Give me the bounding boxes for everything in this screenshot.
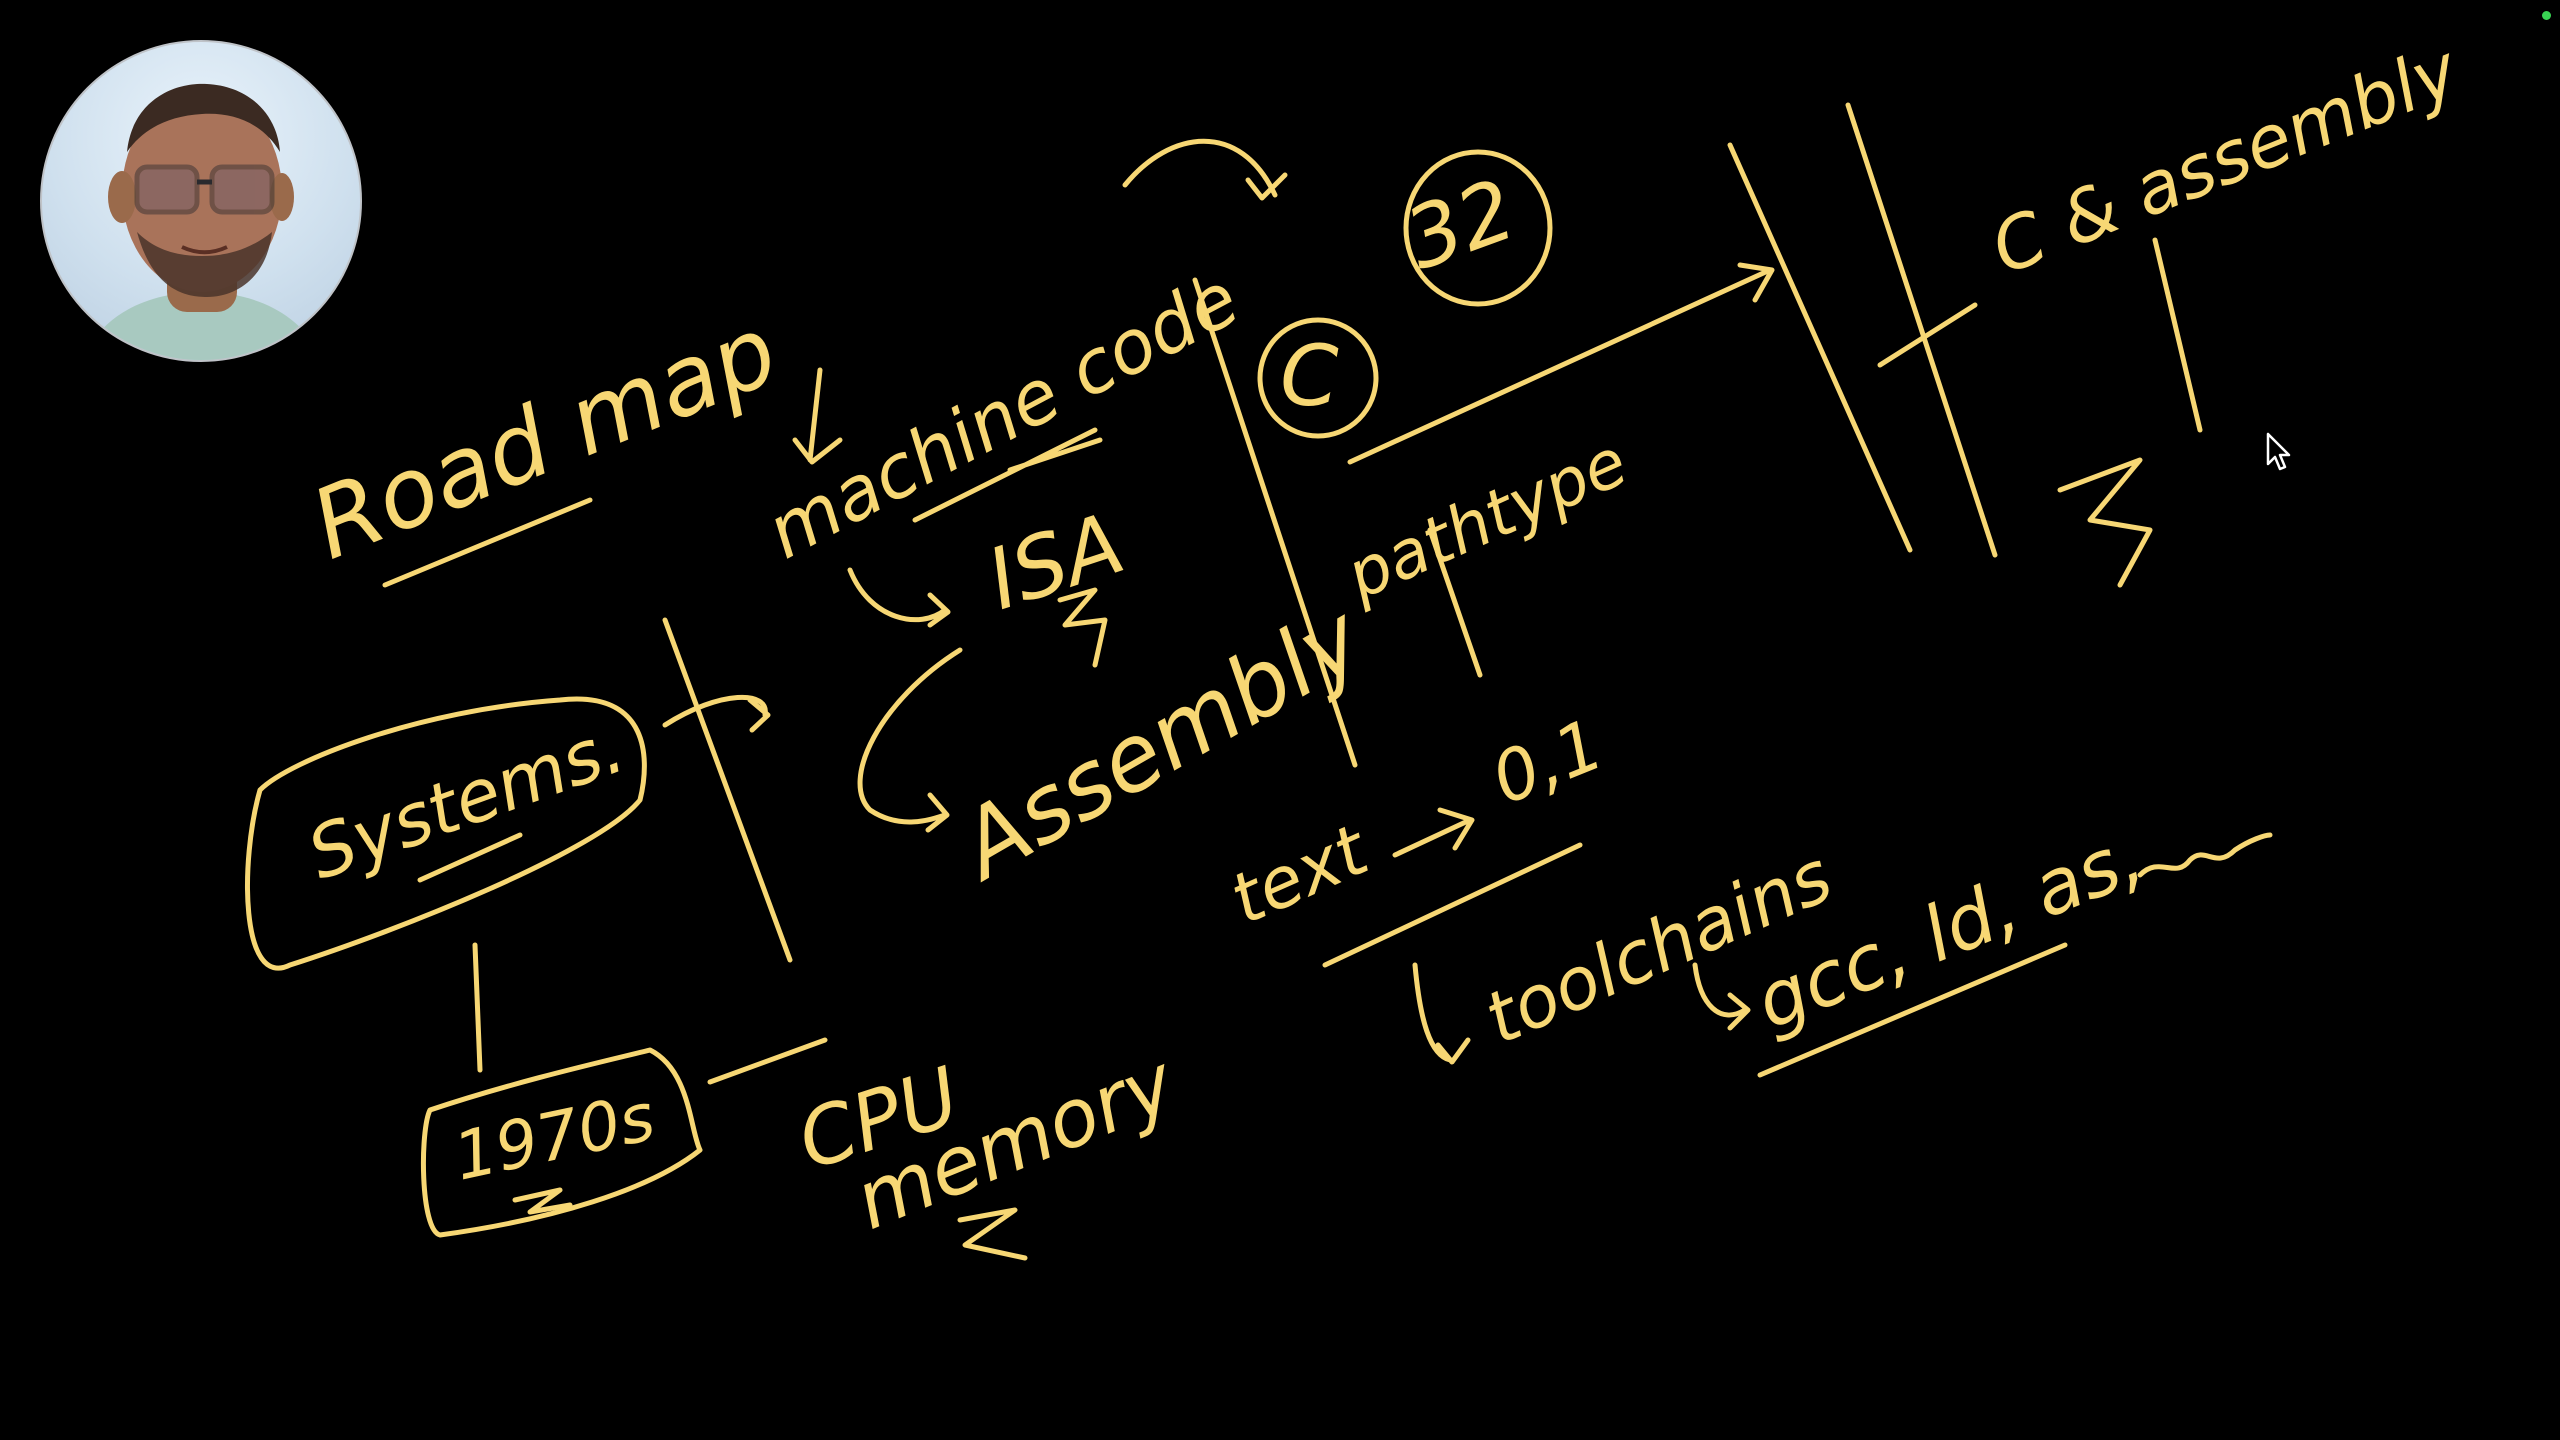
text-label: text <box>1219 808 1382 941</box>
memory-mark <box>957 1207 1028 1261</box>
number-32: 32 <box>1393 160 1527 289</box>
systems-connector <box>472 942 483 1073</box>
pathtype-label: pathtype <box>1334 423 1638 615</box>
c-assembly-stroke <box>2152 237 2203 433</box>
isa-hook-arrow <box>847 567 951 628</box>
arrow-to-isa <box>662 694 771 733</box>
c-and-assembly-label: C & assembly <box>1980 27 2471 290</box>
roadmap-label: Road map <box>297 294 792 581</box>
isa-mark <box>1057 587 1108 668</box>
roadmap-underline <box>382 497 593 588</box>
assembly-curve-arrow <box>857 647 963 833</box>
text-underline <box>1322 842 1583 968</box>
number-32-oval <box>1403 149 1553 307</box>
year-box <box>420 1047 703 1238</box>
divider-line-3 <box>1727 142 1913 553</box>
systems-underline <box>417 832 523 883</box>
tools-squiggle <box>2137 832 2273 878</box>
right-squiggle <box>2057 457 2153 588</box>
isa-label: ISA <box>976 494 1135 629</box>
c-letter: C <box>1280 327 1339 425</box>
c-circle <box>1257 317 1379 439</box>
cpu-dash <box>707 1037 828 1085</box>
mouse-cursor-icon <box>2266 432 2291 471</box>
tools-hook-arrow <box>1692 962 1751 1031</box>
divider-line-1 <box>662 617 793 963</box>
cross-dash <box>1877 302 1978 368</box>
webcam-presenter <box>40 40 362 362</box>
divider-line-4 <box>1845 102 1998 558</box>
text-arrow <box>1392 807 1475 858</box>
systems-box <box>245 696 647 971</box>
systems-label: Systems. <box>297 705 635 896</box>
zero-one-label: 0,1 <box>1481 703 1615 821</box>
toolchains-hook-arrow <box>1412 962 1471 1065</box>
divider-line-2 <box>1192 277 1358 768</box>
recording-indicator-icon <box>2542 11 2551 20</box>
curved-top-arrow <box>1122 138 1288 201</box>
tools-underline <box>1757 942 2068 1078</box>
year-mark <box>512 1187 573 1215</box>
machine-code-underline <box>912 427 1103 523</box>
arrow-down-small <box>792 367 843 465</box>
long-arrow-right <box>1347 262 1775 465</box>
pathtype-stroke <box>1427 527 1483 678</box>
